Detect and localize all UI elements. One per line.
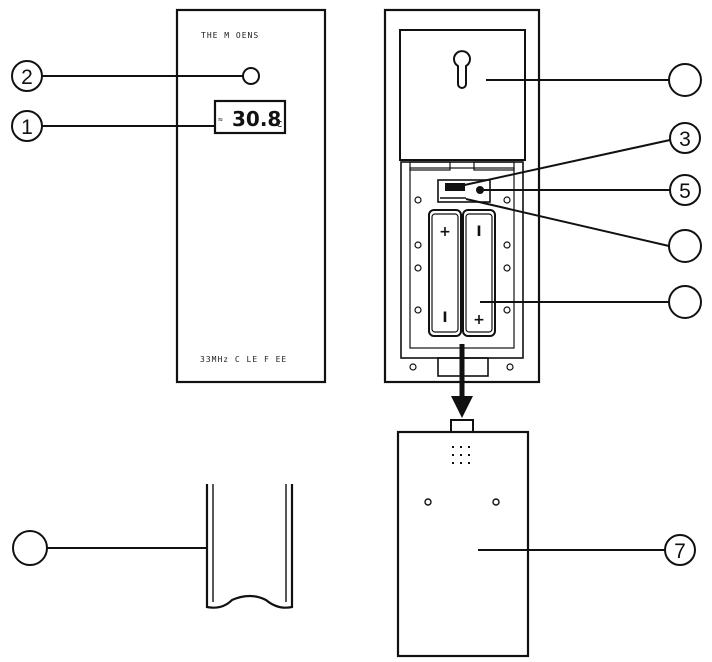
callout-5-label: 5 (679, 180, 691, 203)
callout-hook (486, 63, 702, 97)
battery-left: + I (428, 209, 462, 337)
callout-1: 1 (11, 110, 215, 142)
callout-5: 5 (483, 174, 701, 206)
callout-stand (12, 530, 207, 566)
callout-switch (465, 198, 702, 263)
keyhole-icon (453, 50, 471, 89)
slide-down-arrow (451, 344, 473, 418)
callout-1-label: 1 (21, 116, 33, 139)
led-indicator (242, 67, 260, 85)
battery-right: I + (462, 209, 496, 337)
battery-cover (396, 419, 530, 658)
callout-3-label: 3 (679, 128, 691, 151)
reset-button-icon (476, 186, 484, 194)
front-panel: THE M OENS ≈ 30.8 c 33MHz C LE F EE (175, 8, 327, 384)
battery-right-top-mark: I (476, 224, 481, 240)
battery-left-bottom-mark: I (442, 310, 447, 326)
callout-3: 3 (459, 122, 701, 187)
back-housing: + I I + (383, 8, 541, 384)
vent-dots (452, 446, 470, 464)
battery-left-top-mark: + (439, 224, 451, 240)
front-top-text: THE M OENS (201, 31, 259, 40)
lcd-display (213, 99, 287, 135)
callout-2: 2 (11, 60, 243, 92)
lcd-unit: c (276, 117, 284, 130)
callout-7-label: 7 (674, 540, 686, 563)
front-bottom-text: 33MHz C LE F EE (200, 355, 287, 364)
callout-7: 7 (478, 534, 696, 566)
stand (205, 484, 294, 609)
battery-right-bottom-mark: + (473, 312, 485, 328)
callout-2-label: 2 (21, 66, 33, 89)
callout-batteries (480, 285, 702, 319)
lcd-reading: 30.8 (232, 107, 281, 131)
lcd-indicator: ≈ (218, 115, 224, 124)
